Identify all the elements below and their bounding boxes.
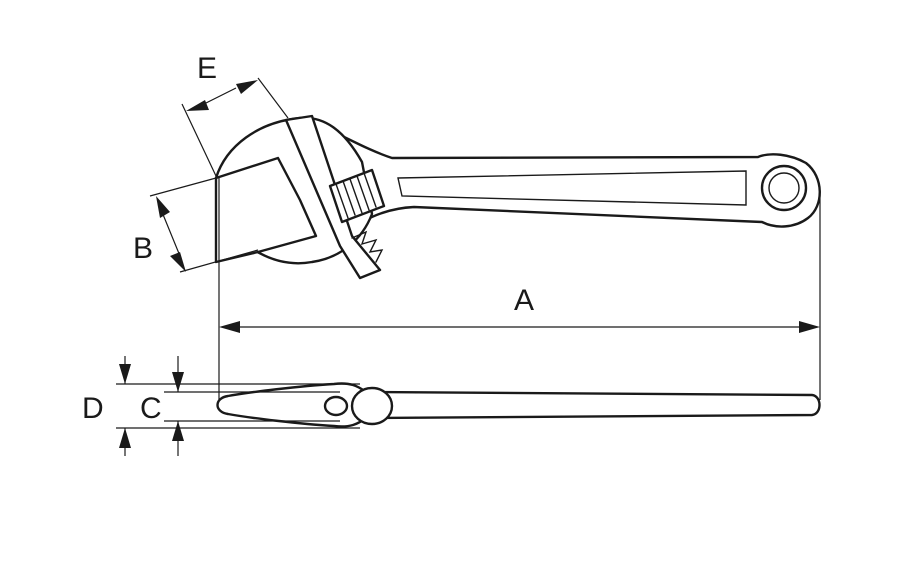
worm-screw <box>328 168 386 224</box>
label-a: A <box>514 284 534 317</box>
label-d: D <box>82 392 104 425</box>
side-screw-boss <box>350 386 394 426</box>
dimension-b: B <box>133 177 259 273</box>
jaw-teeth <box>351 230 384 263</box>
side-profile <box>216 382 821 428</box>
dimension-a: A <box>218 178 821 400</box>
label-c: C <box>140 392 162 425</box>
dimension-c: C <box>140 356 340 456</box>
dimension-e: E <box>181 52 289 177</box>
handle-groove <box>397 170 747 206</box>
side-screw-hole <box>323 395 349 417</box>
dimension-d: D <box>82 356 360 456</box>
label-e: E <box>197 52 217 85</box>
ring-inner <box>768 172 800 204</box>
wrench-top-view <box>214 114 821 280</box>
wrench-side-view <box>216 382 821 428</box>
label-b: B <box>133 232 153 265</box>
